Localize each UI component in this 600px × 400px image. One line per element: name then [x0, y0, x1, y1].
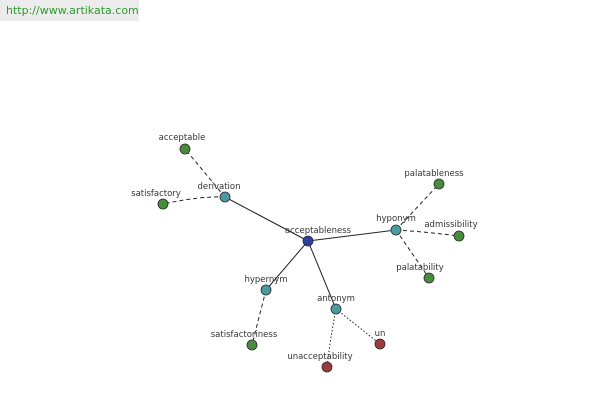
- edge-hyponym-palatability: [395, 229, 430, 279]
- node-hypernym[interactable]: [260, 284, 272, 296]
- node-satisfactoriness[interactable]: [246, 339, 258, 351]
- label-un: un: [375, 329, 386, 339]
- label-acceptableness: acceptableness: [285, 226, 352, 236]
- node-hyponym[interactable]: [390, 224, 402, 236]
- url-banner: http://www.artikata.com: [0, 0, 139, 21]
- node-palatableness[interactable]: [433, 178, 445, 190]
- label-hypernym: hypernym: [244, 275, 287, 285]
- edge-hyponym-palatableness: [395, 183, 440, 231]
- node-antonym[interactable]: [330, 303, 342, 315]
- label-acceptable: acceptable: [159, 133, 206, 143]
- node-acceptableness[interactable]: [302, 235, 314, 247]
- label-unacceptability: unacceptability: [287, 352, 352, 362]
- node-un[interactable]: [374, 338, 386, 350]
- edge-hyponym-admissibility: [395, 229, 460, 237]
- node-admissibility[interactable]: [453, 230, 465, 242]
- edge-center-derivation: [224, 196, 309, 242]
- label-admissibility: admissibility: [424, 220, 477, 230]
- node-derivation[interactable]: [219, 191, 231, 203]
- node-unacceptability[interactable]: [321, 361, 333, 373]
- edge-center-hypernym: [265, 240, 309, 291]
- node-palatability[interactable]: [423, 272, 435, 284]
- label-satisfactory: satisfactory: [131, 189, 181, 199]
- label-derivation: derivation: [197, 182, 240, 192]
- label-hyponym: hyponym: [376, 214, 416, 224]
- edge-derivation-satisfactory: [162, 196, 226, 205]
- label-palatability: palatability: [396, 263, 444, 273]
- label-antonym: antonym: [317, 294, 355, 304]
- edge-hypernym-satisfactoriness: [251, 289, 267, 346]
- edge-antonym-un: [335, 308, 381, 345]
- edge-derivation-acceptable: [184, 148, 226, 198]
- edge-center-antonym: [307, 240, 337, 310]
- label-palatableness: palatableness: [404, 169, 464, 179]
- edge-center-hyponym: [307, 229, 397, 242]
- label-satisfactoriness: satisfactoriness: [211, 330, 278, 340]
- site-url-link[interactable]: http://www.artikata.com: [6, 4, 139, 17]
- node-acceptable[interactable]: [179, 143, 191, 155]
- node-satisfactory[interactable]: [157, 198, 169, 210]
